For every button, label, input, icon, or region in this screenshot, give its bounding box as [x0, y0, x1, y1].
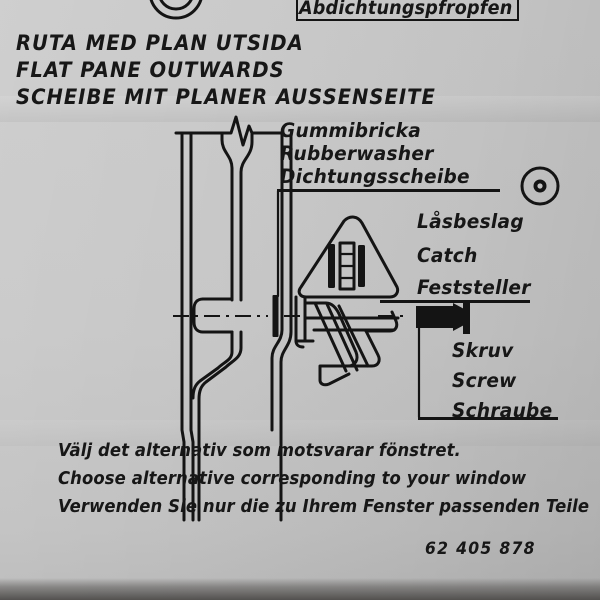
callout-catch-swedish: Låsbeslag [417, 210, 524, 233]
abdichtungspfropfen-label: Abdichtungspfropfen [299, 0, 513, 19]
abdichtungspfropfen-underline [296, 19, 519, 22]
instruction-swedish: Välj det alternativ som motsvarar fönstr… [58, 441, 461, 461]
part-number: 62 405 878 [425, 539, 536, 559]
callout-screw-english: Screw [452, 369, 517, 392]
catch-bracket [294, 215, 400, 387]
window-frame-profile [174, 115, 293, 522]
callout-rubberwasher-english: Rubberwasher [280, 142, 434, 165]
instruction-english: Choose alternative corresponding to your… [58, 469, 527, 489]
abdichtungspfropfen-box-right [517, 0, 520, 20]
callout-screw-underline [418, 417, 558, 420]
rubber-washer-section [272, 295, 279, 337]
callout-rubberwasher-swedish: Gummibricka [280, 119, 422, 142]
heading-german: SCHEIBE MIT PLANER AUSSENSEITE [16, 85, 436, 109]
callout-screw-swedish: Skruv [452, 339, 514, 362]
callout-catch-english: Catch [417, 244, 478, 267]
callout-rubberwasher-underline [277, 189, 500, 192]
heading-swedish: RUTA MED PLAN UTSIDA [16, 31, 304, 55]
callout-screw-german: Schraube [452, 399, 553, 422]
instruction-german: Verwenden Sie nur die zu Ihrem Fenster p… [58, 497, 590, 517]
callout-catch-underline [380, 300, 530, 303]
callout-catch-german: Feststeller [417, 276, 531, 299]
washer-ring-icon [520, 166, 560, 206]
callout-rubberwasher-german: Dichtungsscheibe [280, 165, 470, 188]
heading-english: FLAT PANE OUTWARDS [16, 58, 285, 82]
countersunk-screw [416, 300, 470, 334]
abdichtungspfropfen-box-left [296, 0, 299, 20]
